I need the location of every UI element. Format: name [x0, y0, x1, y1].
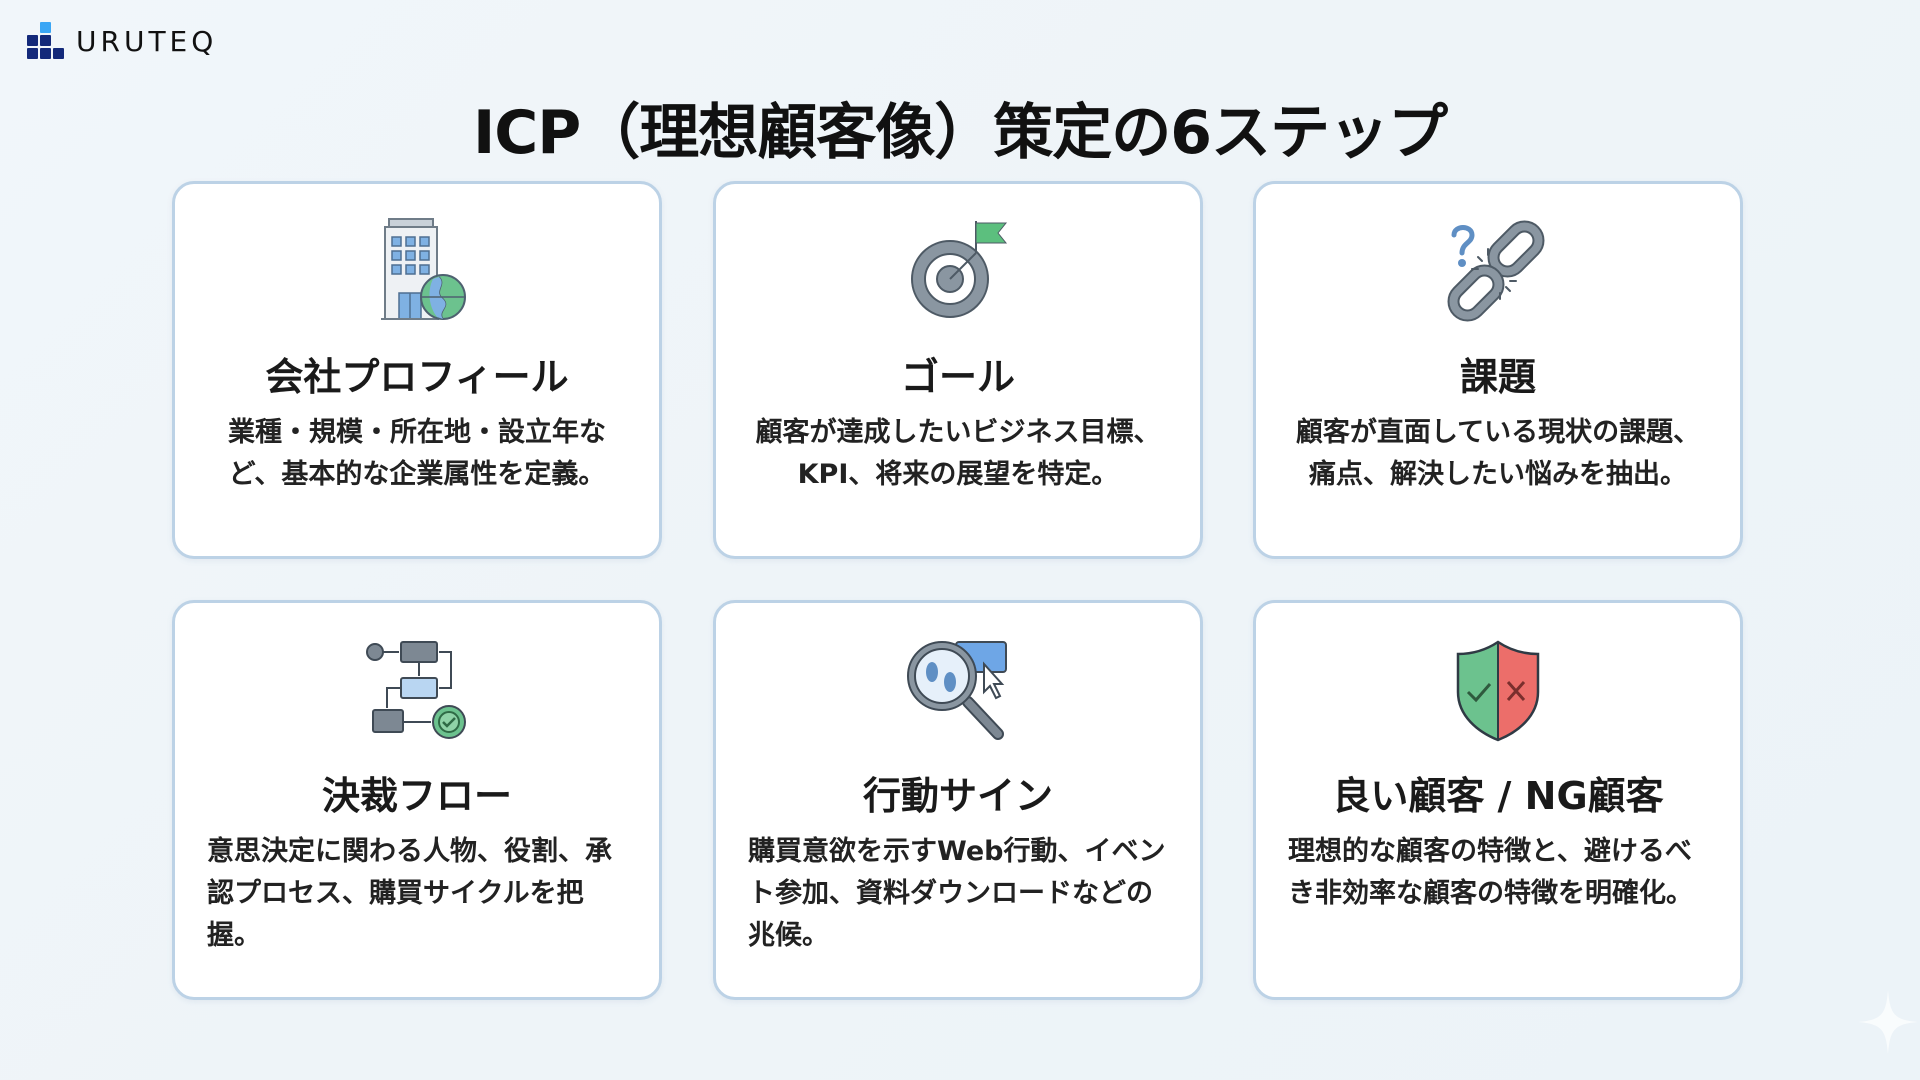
building-globe-icon — [357, 217, 477, 327]
approval-flowchart-icon — [357, 636, 477, 746]
card-description: 顧客が達成したいビジネス目標、KPI、将来の展望を特定。 — [755, 417, 1161, 490]
logo-mark-icon — [26, 22, 64, 60]
step-card-company-profile: 会社プロフィール 業種・規模・所在地・設立年など、基本的な企業属性を定義。 — [172, 181, 662, 559]
shield-check-cross-icon — [1438, 636, 1558, 746]
step-card-good-ng-customers: 良い顧客 / NG顧客 理想的な顧客の特徴と、避けるべき非効率な顧客の特徴を明確… — [1253, 600, 1743, 1000]
card-title: 決裁フロー — [321, 774, 512, 818]
page-title: ICP（理想顧客像）策定の6ステップ — [472, 98, 1448, 169]
card-description: 顧客が直面している現状の課題、痛点、解決したい悩みを抽出。 — [1295, 417, 1701, 490]
card-title: 会社プロフィール — [265, 355, 569, 399]
card-description: 理想的な顧客の特徴と、避けるべき非効率な顧客の特徴を明確化。 — [1288, 836, 1693, 909]
card-title: ゴール — [900, 355, 1015, 399]
target-flag-icon — [898, 217, 1018, 327]
brand-name: URUTEQ — [76, 24, 218, 58]
card-description: 業種・規模・所在地・設立年など、基本的な企業属性を定義。 — [228, 417, 606, 490]
step-card-goal: ゴール 顧客が達成したいビジネス目標、KPI、将来の展望を特定。 — [713, 181, 1203, 559]
step-card-behavior-signals: 行動サイン 購買意欲を示すWeb行動、イベント参加、資料ダウンロードなどの兆候。 — [713, 600, 1203, 1000]
card-description: 購買意欲を示すWeb行動、イベント参加、資料ダウンロードなどの兆候。 — [748, 836, 1166, 951]
card-description: 意思決定に関わる人物、役割、承認プロセス、購買サイクルを把握。 — [207, 836, 612, 951]
magnifier-footprints-cursor-icon — [898, 636, 1018, 746]
sparkle-watermark-icon — [1858, 990, 1918, 1054]
brand-logo: URUTEQ — [26, 22, 217, 60]
card-title: 良い顧客 / NG顧客 — [1332, 774, 1664, 818]
broken-chain-question-icon — [1438, 217, 1558, 327]
card-title: 行動サイン — [862, 774, 1053, 818]
card-title: 課題 — [1459, 355, 1536, 399]
step-card-challenges: 課題 顧客が直面している現状の課題、痛点、解決したい悩みを抽出。 — [1253, 181, 1743, 559]
step-card-approval-flow: 決裁フロー 意思決定に関わる人物、役割、承認プロセス、購買サイクルを把握。 — [172, 600, 662, 1000]
